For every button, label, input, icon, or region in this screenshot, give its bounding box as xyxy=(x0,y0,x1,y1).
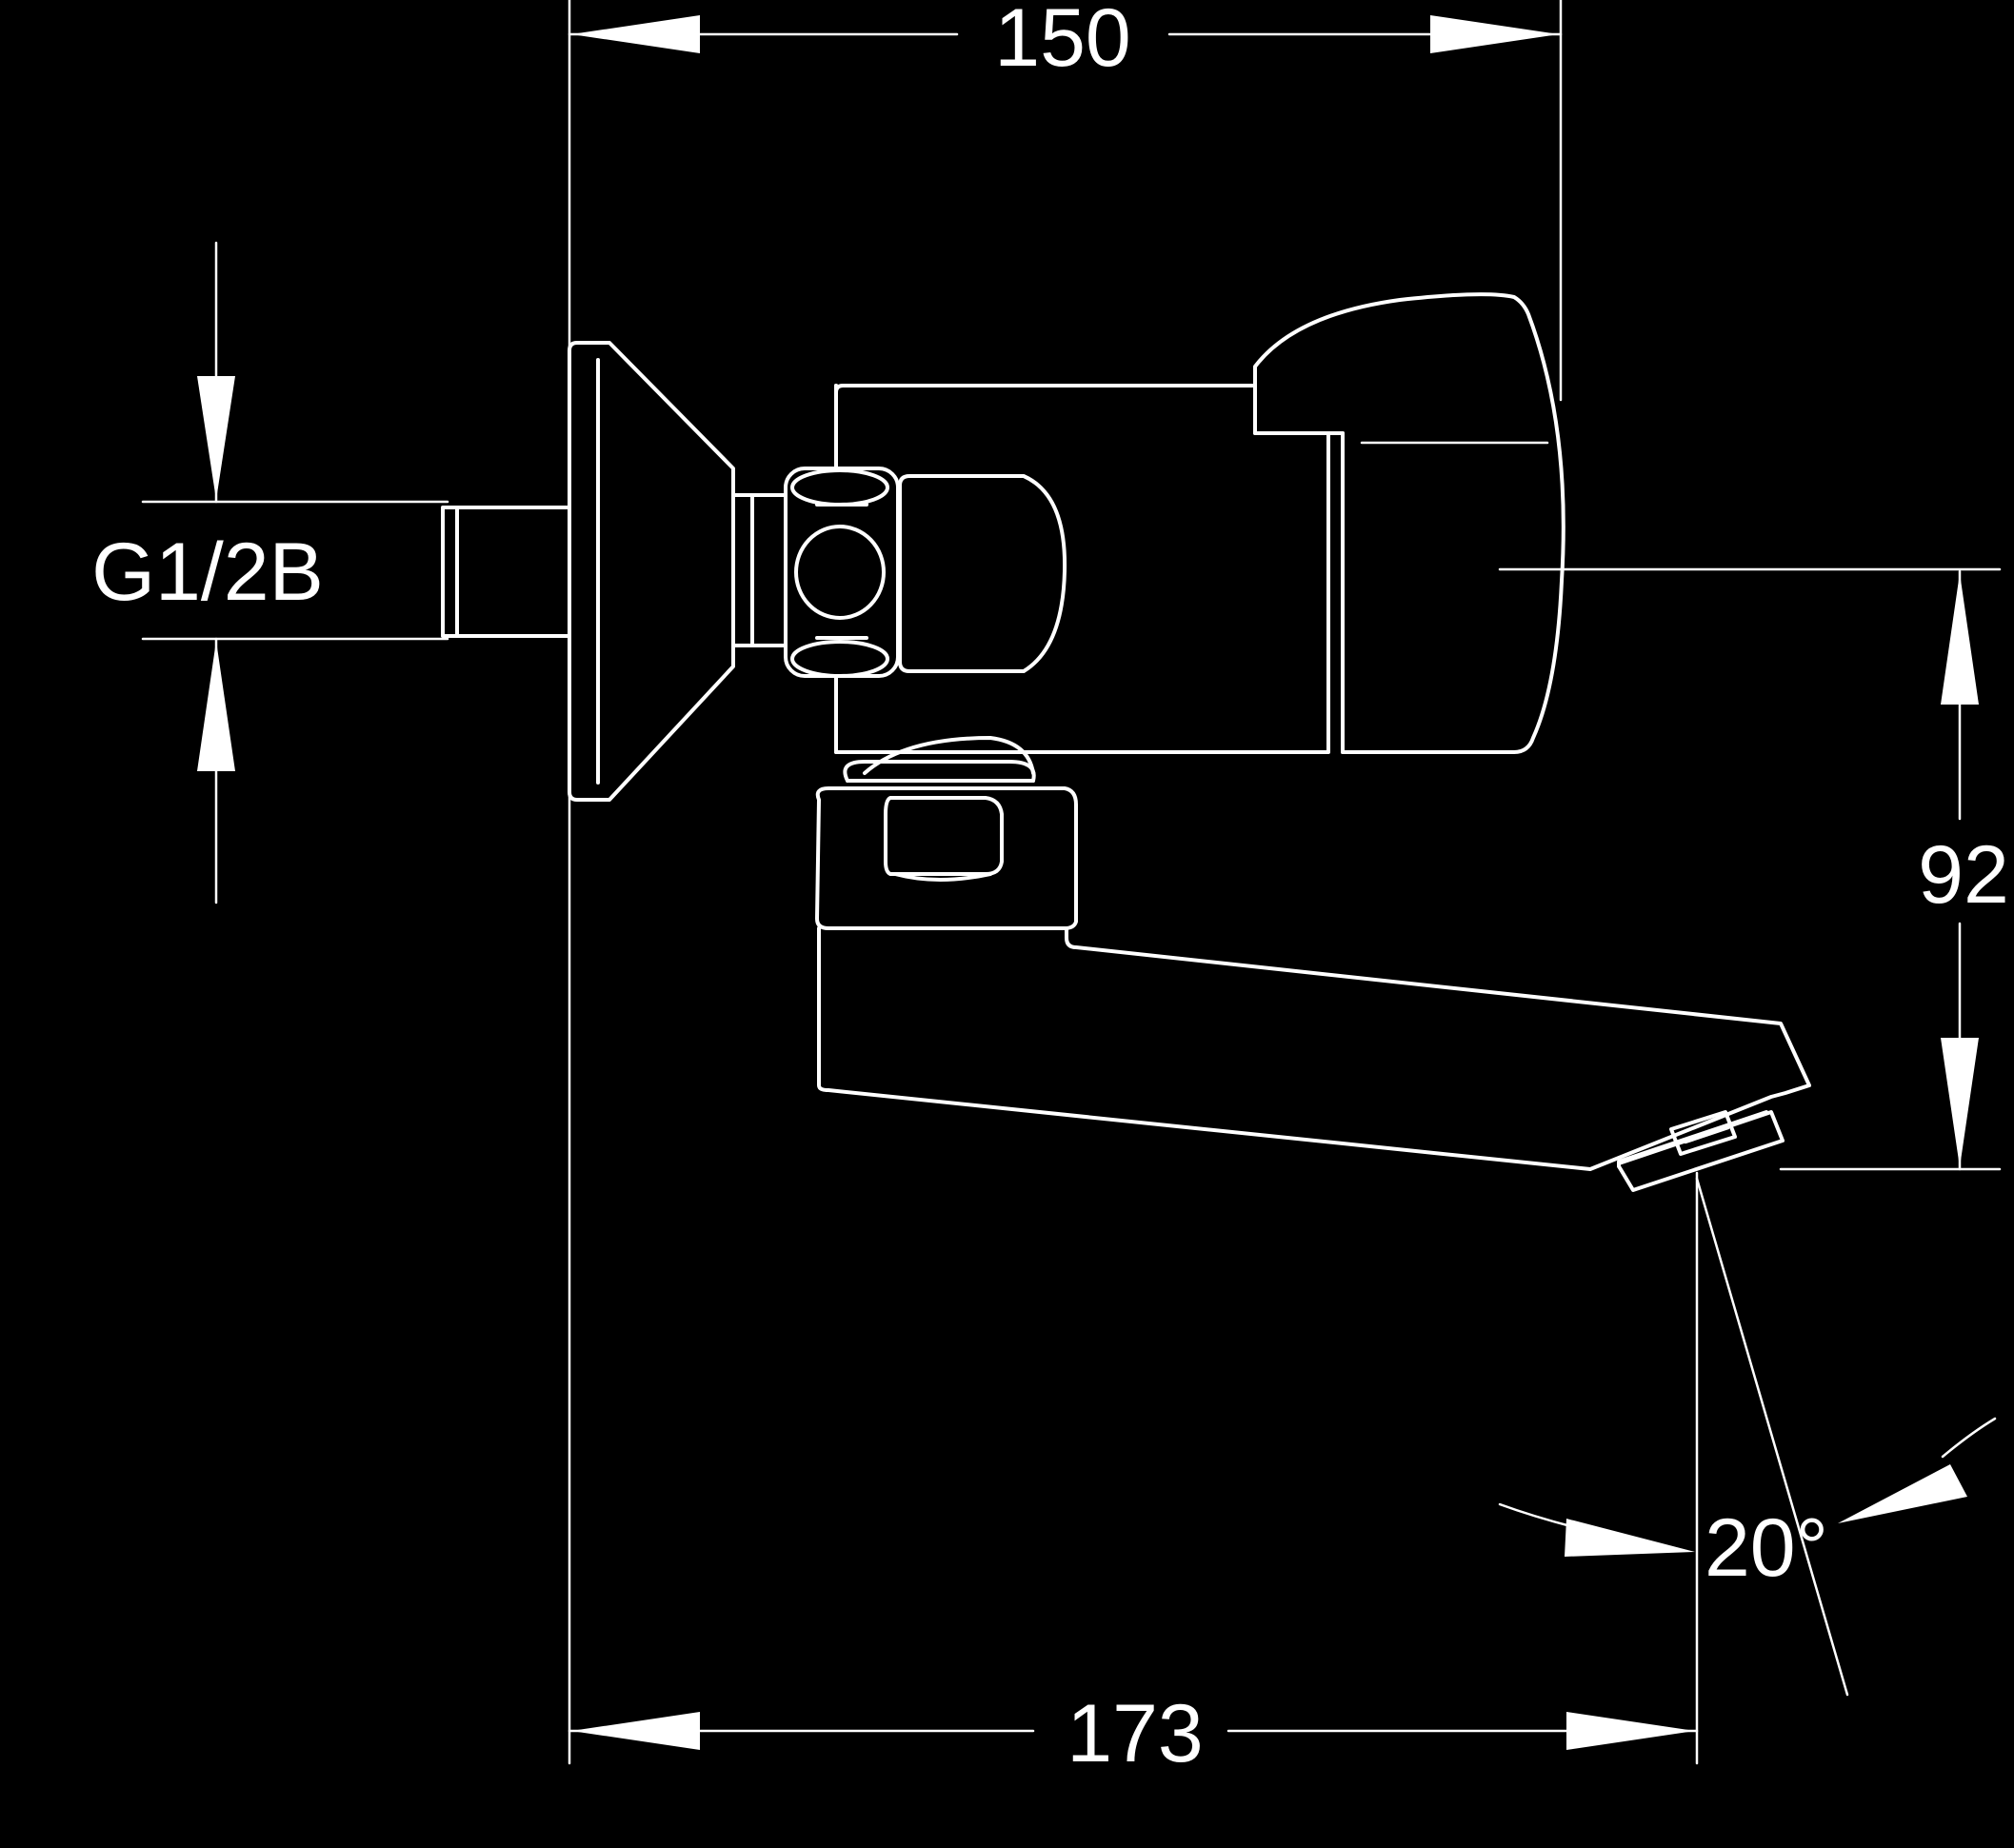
control-knob xyxy=(898,474,1067,673)
dimension-spout-angle: 20° xyxy=(1498,1177,1997,1697)
aerator xyxy=(1617,1110,1785,1192)
dimension-connection-thread: G1/2B xyxy=(91,241,324,904)
dimension-top-width: 150 xyxy=(568,0,1563,84)
dimension-bottom-width: 173 xyxy=(568,1688,1699,1779)
dimension-label-92: 92 xyxy=(1918,829,2009,921)
wall-flange xyxy=(568,341,735,802)
dimension-right-height: 92 xyxy=(1918,569,2009,1171)
connection-collar xyxy=(731,493,788,647)
union-nut xyxy=(784,467,900,678)
valve-body xyxy=(834,384,1330,754)
lever-handle xyxy=(1253,292,1565,754)
dimension-label-thread: G1/2B xyxy=(91,527,324,618)
dimension-label-150: 150 xyxy=(994,0,1131,84)
extension-lines xyxy=(141,0,2002,1765)
swivel-joint xyxy=(815,736,1078,930)
dimension-label-173: 173 xyxy=(1067,1688,1204,1779)
dimension-label-angle: 20° xyxy=(1705,1502,1828,1594)
connection-pipe xyxy=(441,506,571,638)
spout xyxy=(817,926,1811,1171)
